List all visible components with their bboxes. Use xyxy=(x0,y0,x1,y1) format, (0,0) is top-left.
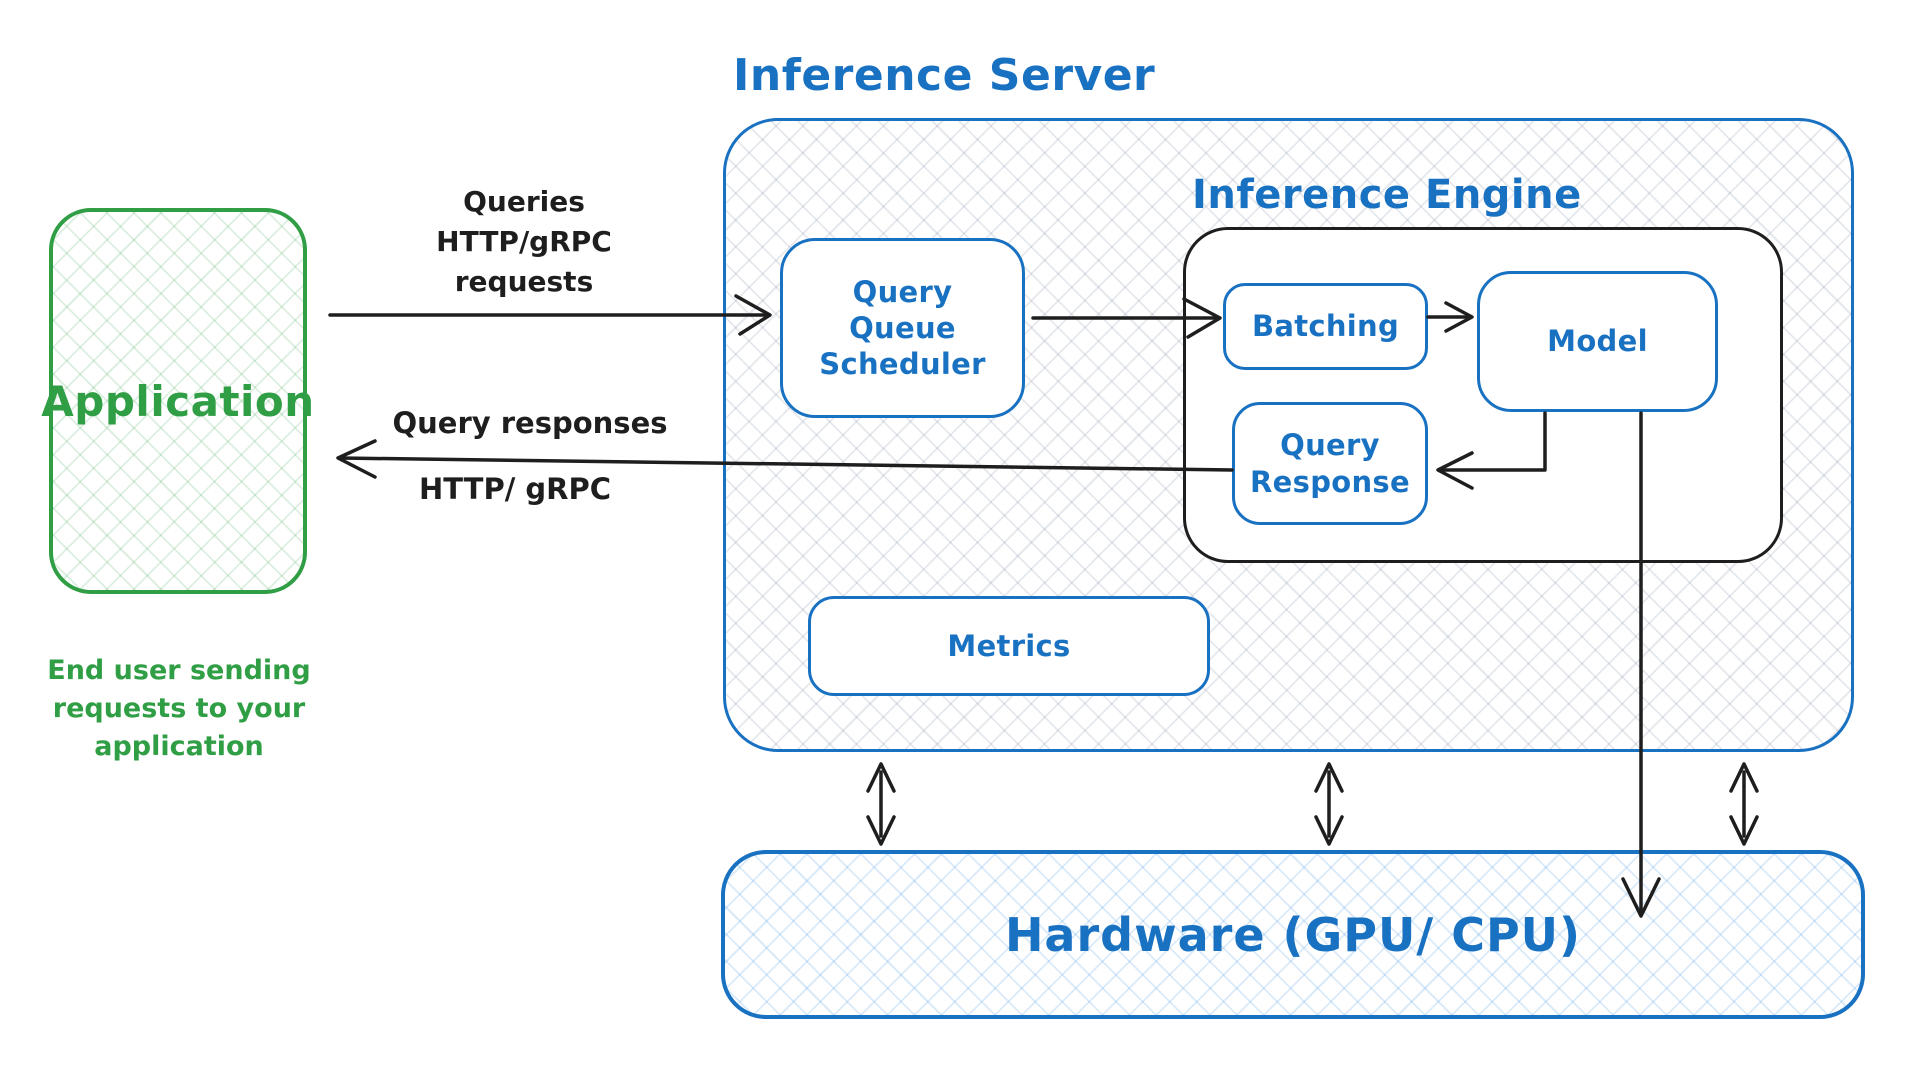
inference-engine-title: Inference Engine xyxy=(1192,172,1582,218)
request-arrow-label: Queries HTTP/gRPC requests xyxy=(374,182,674,302)
application-caption: End user sending requests to your applic… xyxy=(18,652,340,766)
qqs-label-line: Query xyxy=(852,274,953,309)
query-response-node: Query Response xyxy=(1232,402,1428,525)
request-label-line: Queries xyxy=(463,185,585,218)
server-hardware-link-arrow xyxy=(1314,762,1344,846)
query-queue-scheduler-node: Query Queue Scheduler xyxy=(780,238,1025,418)
response-arrow-label-bottom: HTTP/ gRPC xyxy=(418,472,612,506)
batching-label: Batching xyxy=(1251,309,1400,344)
request-label-line: HTTP/gRPC xyxy=(436,225,612,258)
metrics-node: Metrics xyxy=(808,596,1210,696)
inference-server-title: Inference Server xyxy=(733,50,1156,101)
caption-line: End user sending xyxy=(47,655,311,686)
hardware-node: Hardware (GPU/ CPU) xyxy=(721,850,1865,1019)
response-arrow-label-top: Query responses xyxy=(392,406,668,440)
model-node: Model xyxy=(1477,271,1718,412)
query-response-label-line: Response xyxy=(1250,464,1410,499)
request-label-line: requests xyxy=(454,265,594,298)
application-label: Application xyxy=(41,376,315,426)
batching-node: Batching xyxy=(1223,283,1428,370)
metrics-label: Metrics xyxy=(947,628,1071,663)
hardware-label: Hardware (GPU/ CPU) xyxy=(1004,907,1582,962)
caption-line: application xyxy=(94,731,264,762)
caption-line: requests to your xyxy=(52,693,306,724)
qqs-label-line: Scheduler xyxy=(819,347,986,382)
query-response-label-line: Query xyxy=(1280,428,1380,463)
application-node: Application xyxy=(41,208,314,594)
qqs-label-line: Queue xyxy=(849,310,956,345)
server-hardware-link-arrow xyxy=(866,762,896,846)
server-hardware-link-arrow xyxy=(1729,762,1759,846)
model-label: Model xyxy=(1547,324,1648,359)
